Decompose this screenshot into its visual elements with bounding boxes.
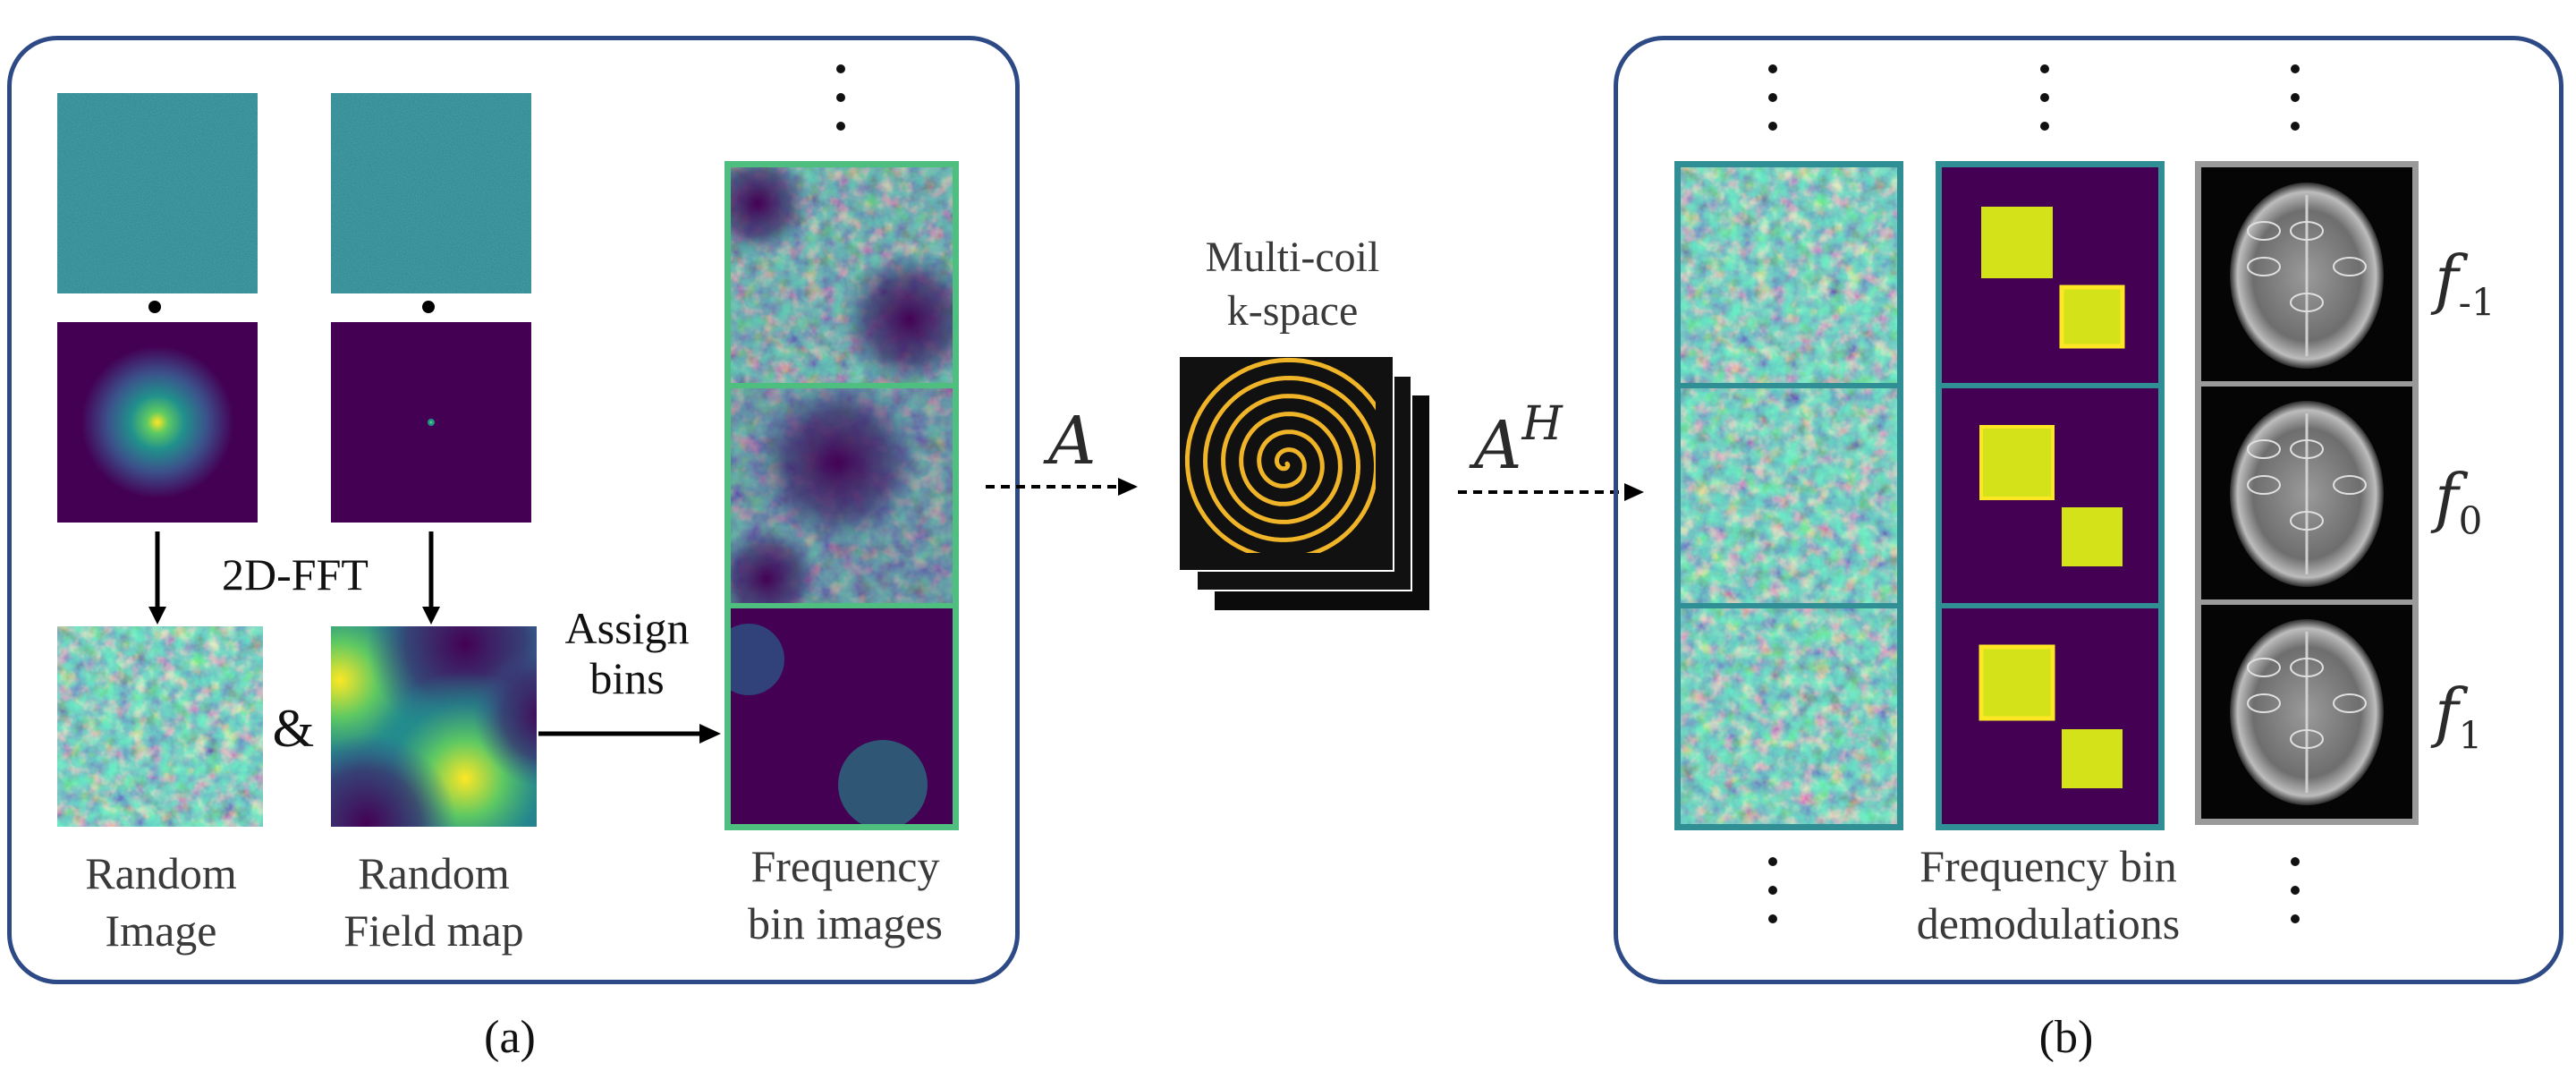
adjoint-superscript: H bbox=[1521, 397, 1563, 451]
multiply-dot-1 bbox=[148, 301, 161, 313]
vdots-bottom-b1 bbox=[1767, 857, 1778, 943]
freq-label-1: f1 bbox=[2435, 675, 2483, 758]
fft-arrows bbox=[148, 531, 440, 625]
label-random-field-map: Random Field map bbox=[343, 848, 524, 956]
demod-brain-column bbox=[2195, 161, 2419, 825]
noise-image-2 bbox=[331, 93, 531, 293]
random-field-map bbox=[331, 626, 537, 827]
gaussian-filter-wide bbox=[57, 322, 258, 523]
brain-sulcus bbox=[2333, 257, 2367, 276]
vdots-top-b1 bbox=[1767, 64, 1778, 150]
brain-sulcus bbox=[2247, 257, 2281, 276]
operator-a-adjoint: AH bbox=[1474, 397, 1563, 484]
brain-sulcus bbox=[2247, 693, 2281, 713]
brain-sulcus bbox=[2290, 293, 2324, 312]
brain-sulcus bbox=[2290, 221, 2324, 241]
ampersand: & bbox=[272, 699, 315, 758]
caption-b: (b) bbox=[2038, 1012, 2094, 1063]
multiply-dot-2 bbox=[422, 301, 435, 313]
kspace-stack bbox=[1179, 356, 1429, 610]
demod-fieldmap-column bbox=[1936, 161, 2165, 830]
random-image bbox=[57, 626, 263, 827]
assign-arrow bbox=[538, 724, 721, 744]
adjoint-arrow bbox=[1458, 483, 1644, 501]
label-2d-fft: 2D-FFT bbox=[222, 549, 369, 599]
brain-sulcus bbox=[2290, 511, 2324, 531]
forward-arrow bbox=[986, 478, 1138, 496]
kspace-spiral-path bbox=[1184, 357, 1376, 553]
label-frequency-bin-images: Frequency bin images bbox=[747, 841, 944, 948]
brain-sulcus bbox=[2290, 439, 2324, 459]
label-assign-bins: Assign bins bbox=[564, 603, 690, 703]
brain-sulcus bbox=[2290, 729, 2324, 749]
brain-sulcus bbox=[2290, 658, 2324, 677]
caption-a: (a) bbox=[484, 1012, 536, 1063]
brain-sulcus bbox=[2333, 693, 2367, 713]
noise-image-1 bbox=[57, 93, 258, 293]
vdots-top-b3 bbox=[2290, 64, 2301, 150]
frequency-bin-images bbox=[724, 161, 959, 830]
vdots-top-b2 bbox=[2039, 64, 2050, 150]
brain-sulcus bbox=[2247, 221, 2281, 241]
freq-label-0: f0 bbox=[2435, 460, 2483, 543]
label-frequency-bin-demodulations: Frequency bin demodulations bbox=[1916, 841, 2181, 948]
brain-sulcus bbox=[2333, 475, 2367, 495]
label-kspace: Multi-coil k-space bbox=[1205, 234, 1380, 335]
panel-b bbox=[1614, 36, 2563, 984]
brain-sulcus bbox=[2247, 475, 2281, 495]
brain-sulcus bbox=[2247, 439, 2281, 459]
vdots-top-a bbox=[835, 64, 846, 150]
panel-a bbox=[7, 36, 1020, 984]
freq-label-minus1: f-1 bbox=[2435, 242, 2496, 325]
demod-image-column bbox=[1674, 161, 1903, 830]
label-random-image: Random Image bbox=[85, 848, 237, 956]
vdots-bottom-b3 bbox=[2290, 857, 2301, 943]
gaussian-filter-narrow bbox=[331, 322, 531, 523]
brain-sulcus bbox=[2247, 658, 2281, 677]
operator-a: A bbox=[1048, 403, 1097, 480]
